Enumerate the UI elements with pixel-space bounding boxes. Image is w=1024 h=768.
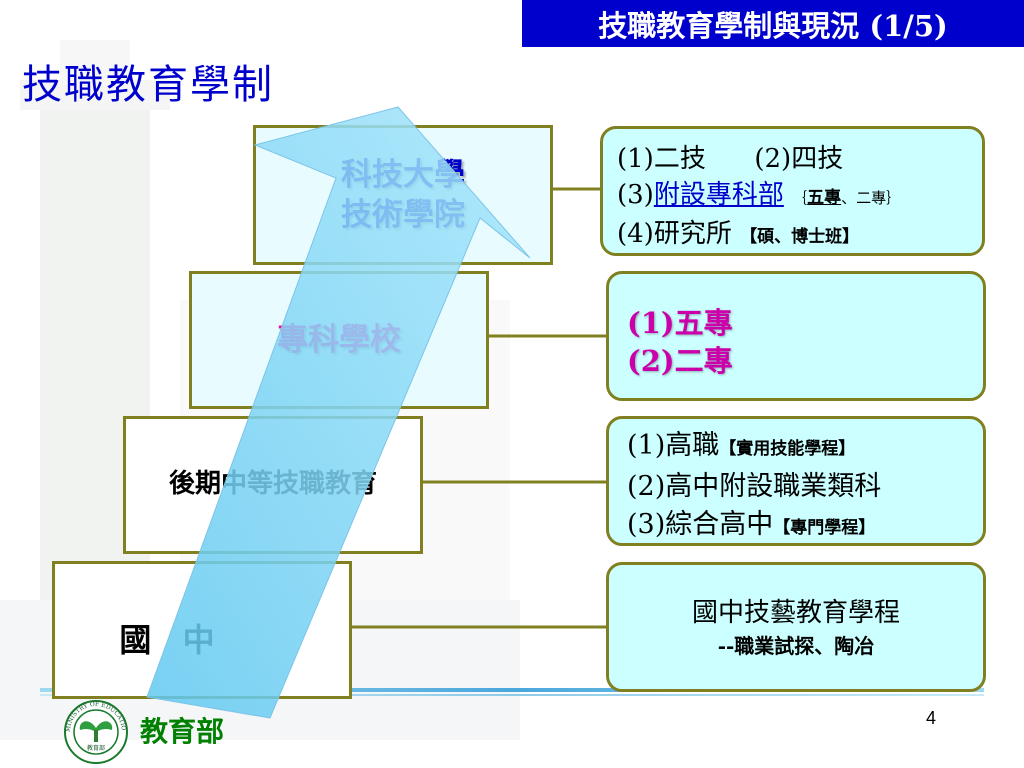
program-univ-2: (2)四技	[754, 144, 844, 174]
level-label-junior-college: 專科學校	[277, 321, 401, 358]
level-label-junior-high: 國 中	[119, 621, 225, 660]
program-hs-1-note: 【實用技能學程】	[719, 439, 856, 459]
program-jc-1: (1)五專	[627, 306, 733, 340]
program-hs-1: (1)高職	[627, 430, 720, 461]
program-jhs-1: 國中技藝教育學程	[691, 598, 900, 628]
program-univ-1: (1)二技	[617, 144, 706, 174]
program-univ-3-close: ｝	[886, 189, 902, 207]
level-box-junior-high: 國 中	[52, 561, 352, 699]
program-univ-4: (4)研究所	[617, 219, 732, 249]
program-hs-2: (2)高中附設職業類科	[627, 471, 882, 502]
program-hs-3: (3)綜合高中	[627, 509, 774, 540]
program-box-junior-high: 國中技藝教育學程 --職業試探、陶冶	[606, 562, 986, 692]
level-label-senior-vocational: 後期中等技職教育	[168, 469, 377, 500]
page-number: 4	[926, 708, 937, 728]
page-heading: 技職教育學制	[22, 62, 274, 108]
program-box-junior-college: (1)五專 (2)二專	[606, 271, 986, 401]
program-univ-3-main: 附設專科部	[653, 180, 784, 210]
level-box-junior-college: 專科學校	[189, 271, 489, 409]
program-jhs-2: --職業試探、陶冶	[717, 634, 875, 658]
program-univ-3-note-a: 五專	[807, 188, 842, 208]
ministry-logo-icon: 教育部 MINISTRY OF EDUCATION	[58, 698, 128, 764]
program-jc-2: (2)二專	[627, 344, 733, 378]
slide-title: 技職教育學制與現況 (1/5)	[598, 8, 948, 43]
program-hs-3-note: 【專門學程】	[773, 518, 876, 538]
program-box-university: (1)二技 (2)四技 (3)附設專科部 ｛五專、二專｝ (4)研究所 【碩、博…	[600, 126, 985, 256]
program-univ-3-open: ｛	[792, 189, 808, 207]
level-label-university-1: 科技大學	[341, 156, 465, 193]
program-univ-3-prefix: (3)	[617, 180, 654, 210]
slide-title-bar: 技職教育學制與現況 (1/5)	[519, 0, 1024, 50]
level-label-university-2: 技術學院	[341, 197, 465, 233]
ministry-name: 教育部	[140, 715, 225, 748]
level-box-university: 科技大學 技術學院	[253, 125, 553, 265]
program-univ-3-note-b: 、二專	[841, 189, 887, 207]
logo-inner-text: 教育部	[87, 744, 105, 752]
program-box-senior-vocational: (1)高職【實用技能學程】 (2)高中附設職業類科 (3)綜合高中【專門學程】	[606, 416, 986, 546]
level-box-senior-vocational: 後期中等技職教育	[123, 416, 423, 554]
program-univ-4-note: 【碩、博士班】	[740, 227, 860, 247]
